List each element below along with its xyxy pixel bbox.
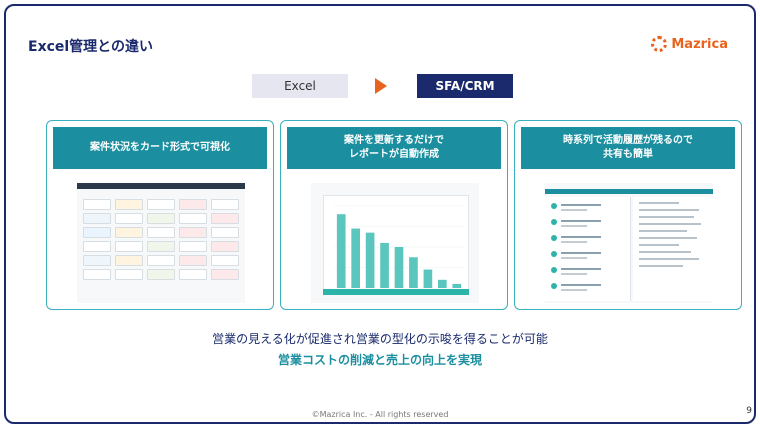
- kanban-column: [211, 199, 239, 283]
- slide-title: Excel管理との違い: [28, 39, 154, 55]
- footer-copyright: ©Mazrica Inc. - All rights reserved: [311, 410, 449, 419]
- report-screenshot: [311, 183, 479, 303]
- feature-card-timeline: 時系列で活動履歴が残るので共有も簡単: [514, 120, 742, 310]
- card-heading: 案件状況をカード形式で可視化: [53, 127, 267, 169]
- mazrica-logo-icon: [651, 36, 668, 52]
- activity-detail: [633, 197, 713, 301]
- compare-sfa-label: SFA/CRM: [417, 74, 513, 98]
- timeline-header: [545, 189, 713, 194]
- timeline-screenshot: [545, 183, 713, 303]
- chart-axis-strip: [323, 289, 469, 295]
- kanban-screenshot: [77, 183, 245, 303]
- kanban-column: [179, 199, 207, 283]
- message-line-1: 営業の見える化が促進され営業の型化の示唆を得ることが可能: [212, 332, 548, 346]
- feature-card-report: 案件を更新するだけでレポートが自動作成: [280, 120, 508, 310]
- chart-bar: [409, 257, 418, 288]
- message-line-2: 営業コストの削減と売上の向上を実現: [277, 353, 482, 367]
- logo-text: Mazrica: [671, 36, 728, 52]
- chart-bar: [380, 242, 389, 288]
- kanban-column: [83, 199, 111, 283]
- chart-frame: [323, 195, 469, 291]
- chart-bar: [423, 269, 433, 288]
- chart-bar: [336, 214, 346, 288]
- kanban-toolbar: [77, 183, 245, 189]
- chart-bar: [394, 247, 404, 288]
- activity-list: [545, 197, 631, 301]
- chart-bar: [365, 232, 375, 288]
- kanban-column: [147, 199, 175, 283]
- feature-card-kanban: 案件状況をカード形式で可視化: [46, 120, 274, 310]
- chart-bar: [351, 228, 360, 288]
- kanban-column: [115, 199, 143, 283]
- card-heading: 案件を更新するだけでレポートが自動作成: [287, 127, 501, 169]
- logo: Mazrica: [651, 36, 728, 52]
- arrow-right-icon: [375, 78, 387, 94]
- chart-bar: [438, 279, 447, 288]
- slide: Excel管理との違い Mazrica Excel SFA/CRM 案件状況をカ…: [4, 4, 756, 424]
- chart-bar: [452, 283, 462, 288]
- page-number: 9: [746, 406, 752, 416]
- compare-excel-label: Excel: [252, 74, 348, 98]
- card-heading: 時系列で活動履歴が残るので共有も簡単: [521, 127, 735, 169]
- bar-chart: [334, 205, 464, 289]
